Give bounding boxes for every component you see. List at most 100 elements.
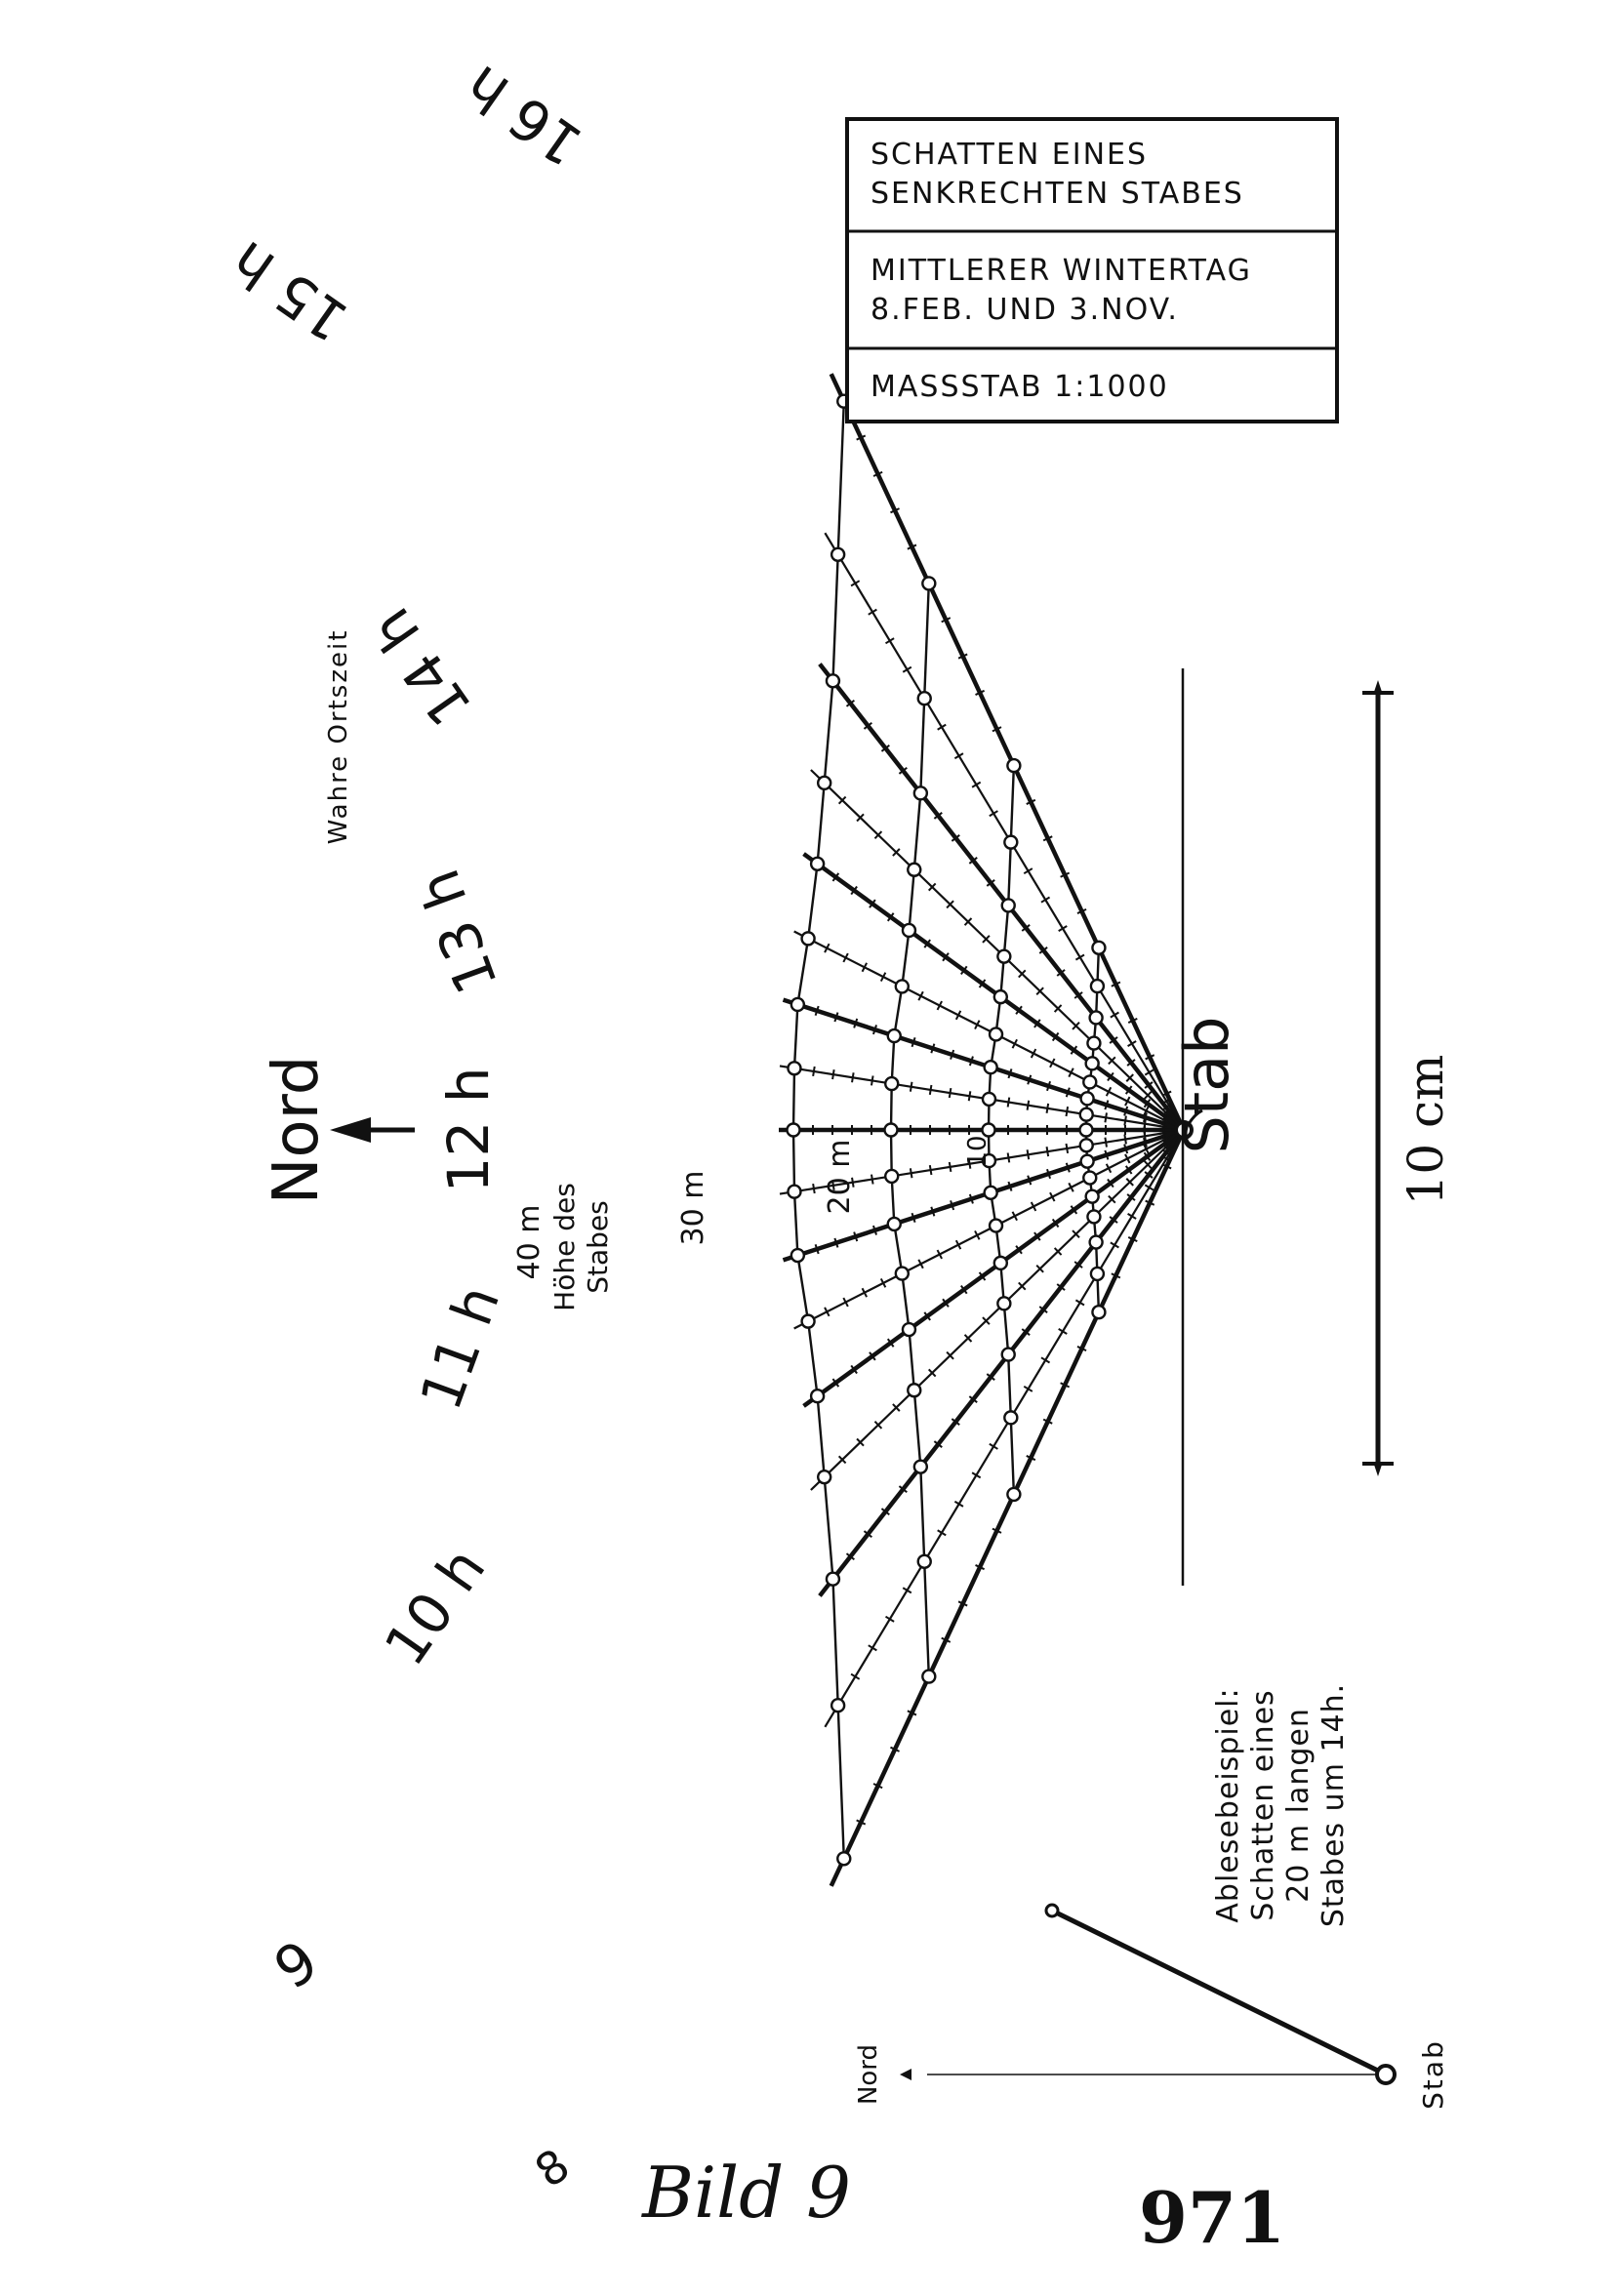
ray-tick (992, 726, 1002, 733)
ray-tick (930, 1043, 936, 1054)
hour-ray (802, 1128, 1186, 1408)
ray-tick (863, 721, 872, 730)
ray-tick (1124, 1096, 1131, 1107)
ray-tick (1143, 1106, 1150, 1116)
ray-tick (856, 434, 867, 441)
ray-tick (1072, 1229, 1080, 1238)
intersection-point (907, 1383, 922, 1398)
ray-tick (1108, 1194, 1116, 1204)
ray-tick (909, 1168, 913, 1179)
ray-tick (1143, 1131, 1147, 1142)
hour-ray (782, 997, 1185, 1133)
intersection-point (884, 1075, 900, 1092)
ray-tick (1123, 1106, 1129, 1116)
intersection-point (983, 1185, 998, 1200)
ray-tick (1026, 1100, 1031, 1110)
ray-tick (923, 1311, 931, 1321)
intersection-point (1006, 757, 1022, 774)
intersection-point (921, 1669, 937, 1684)
ray-tick (946, 1350, 954, 1360)
ray-tick (942, 1298, 950, 1308)
ray-tick (814, 1244, 820, 1255)
ray-tick (851, 1177, 855, 1188)
ray-tick (831, 1180, 835, 1190)
ray-tick (1033, 1231, 1041, 1241)
ray-tick (1161, 1163, 1172, 1170)
ray-tick (1006, 1152, 1011, 1163)
hour-ray (810, 769, 1185, 1131)
ray-tick (856, 813, 865, 823)
ray-tick (1051, 1031, 1060, 1042)
ray-tick (971, 1471, 982, 1479)
intersection-point (912, 785, 929, 801)
ray-tick (1060, 871, 1071, 878)
ray-tick (1145, 1199, 1155, 1206)
intersection-point (830, 1698, 846, 1713)
ray-tick (1143, 1144, 1150, 1154)
intersection-point (836, 1851, 852, 1867)
ray-tick (936, 1000, 943, 1011)
hour-rays (779, 373, 1187, 1887)
intersection-point (1089, 978, 1106, 994)
ray-tick (1058, 1327, 1068, 1335)
hour-label-9: 9 (263, 1927, 330, 2002)
ray-tick (833, 1012, 839, 1023)
height-label-30m: 30 m (676, 1171, 710, 1246)
ray-tick (1026, 798, 1036, 805)
intersection-point (816, 1469, 832, 1485)
ray-tick (992, 1527, 1002, 1534)
intersection-point (1088, 1234, 1104, 1250)
hour-ray (793, 1129, 1185, 1330)
ray-tick (1111, 1272, 1121, 1279)
intersection-point (809, 1389, 826, 1404)
hour-label-15h: 15 h (219, 228, 360, 355)
ray-tick (1143, 1151, 1152, 1161)
ray-tick (1144, 1171, 1154, 1179)
height-label-40m: 40 m (512, 1205, 547, 1280)
hour-ray (829, 1129, 1187, 1887)
hour-ray (782, 1127, 1185, 1263)
ray-tick (957, 653, 968, 660)
ray-tick (1015, 1245, 1023, 1255)
ray-tick (1068, 1182, 1074, 1192)
ray-tick (978, 1271, 987, 1281)
ray-tick (989, 1442, 998, 1450)
ray-tick (898, 766, 908, 775)
intersection-point (1091, 940, 1107, 956)
hour-ray (793, 930, 1185, 1131)
ray-tick (978, 979, 987, 988)
ray-tick (951, 1418, 960, 1426)
ray-tick (1104, 1137, 1108, 1148)
ray-tick (1144, 1184, 1154, 1191)
ray-tick (842, 1297, 849, 1308)
ray-tick (880, 1508, 890, 1516)
ray-tick (853, 1018, 859, 1028)
intersection-point (916, 691, 932, 706)
ray-tick (1049, 1058, 1056, 1068)
intersection-point (988, 1218, 1004, 1233)
ray-tick (948, 1161, 952, 1173)
ray-tick (1011, 1211, 1018, 1222)
ray-tick (890, 507, 900, 514)
intersection-point (907, 862, 922, 877)
ray-tick (868, 608, 877, 616)
ray-tick (953, 1500, 964, 1508)
ray-tick (1015, 1005, 1023, 1015)
intersection-point (800, 931, 816, 947)
ray-tick (1060, 1382, 1071, 1389)
time-system-label: Wahre Ortszeit (324, 629, 353, 845)
ray-tick (1127, 1017, 1138, 1024)
ray-tick (946, 900, 954, 909)
ray-tick (948, 1087, 952, 1099)
ray-tick (871, 1174, 874, 1185)
ray-tick (933, 811, 943, 820)
ray-tick (1127, 1236, 1138, 1243)
hour-ray (818, 1128, 1186, 1597)
ray-tick (936, 1249, 943, 1260)
ray-tick (1023, 867, 1033, 875)
intersection-point (790, 1247, 806, 1264)
height-label-10: 10 (963, 1135, 992, 1167)
ray-tick (1074, 1299, 1085, 1307)
hour-label-16h: 16 h (453, 53, 594, 180)
